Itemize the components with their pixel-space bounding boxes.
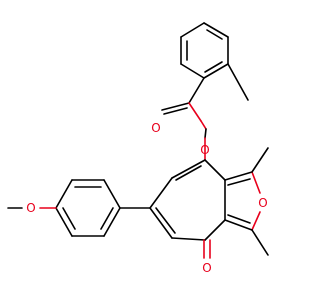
furan-methyl-bottom-bond <box>251 229 269 256</box>
carbonyl-oxygen-label: O <box>151 121 160 135</box>
methoxyphenyl-ring <box>55 179 121 237</box>
aryl-methyl-bond <box>227 63 249 101</box>
ester-group <box>161 77 207 161</box>
furan-ring <box>224 171 261 231</box>
furan-oxygen-label: O <box>258 196 267 210</box>
ketone-group <box>203 239 211 259</box>
methoxy-oxygen-label: O <box>26 201 35 215</box>
furan-methyl-top-bond <box>251 147 269 173</box>
toluoyl-ring <box>180 22 229 79</box>
molecule-structure: O O O O O <box>7 22 269 275</box>
cycloheptadienone-ring <box>149 159 226 241</box>
ketone-oxygen-label: O <box>202 261 211 275</box>
ester-oxygen-label: O <box>200 143 209 157</box>
